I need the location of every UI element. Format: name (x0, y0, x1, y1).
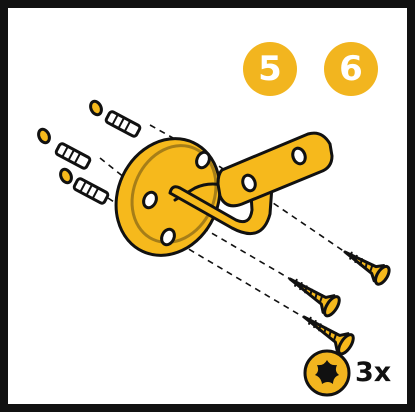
step-badge-5: 5 (243, 42, 297, 96)
screw-quantity: 3x (355, 357, 392, 388)
step-badge-6: 6 (324, 42, 378, 96)
handrail-bracket-icon (114, 131, 334, 257)
washer-icon (37, 99, 103, 185)
wall-plug-icon (54, 110, 142, 205)
torx-drive-icon (303, 349, 351, 397)
wood-screw-icon (288, 250, 391, 356)
